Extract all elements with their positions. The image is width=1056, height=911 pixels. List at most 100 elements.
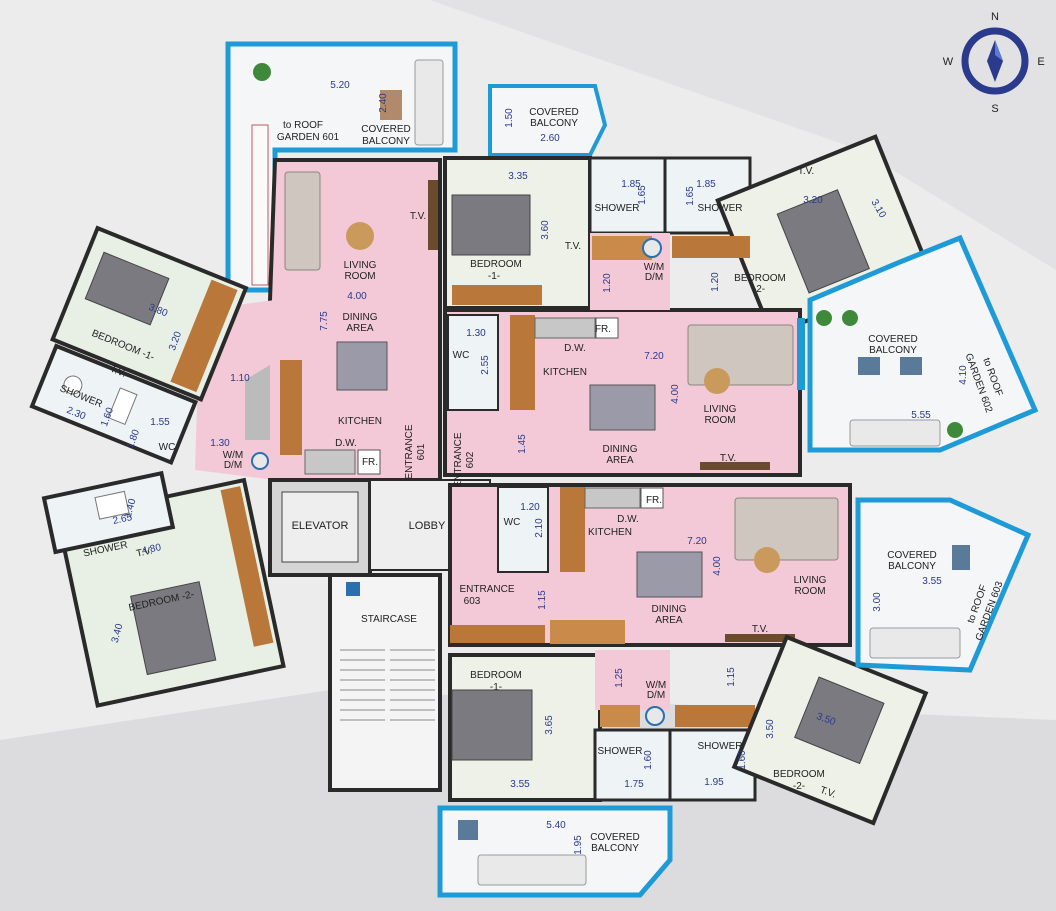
- label-dm602: D/M: [645, 272, 663, 283]
- label-wm603: W/M: [646, 680, 667, 691]
- dimension-d410: 4.10: [958, 365, 969, 385]
- label-staircase: STAIRCASE: [361, 614, 417, 625]
- label-tv603: T.V.: [752, 624, 768, 635]
- label-balc603a: COVERED: [887, 550, 936, 561]
- label-bed602_1b: -1-: [488, 271, 500, 282]
- staircase: [328, 573, 442, 792]
- label-shower602b: SHOWER: [698, 203, 743, 214]
- label-roof601a: to ROOF: [283, 120, 323, 131]
- label-balctop_a: COVERED: [529, 107, 578, 118]
- dimension-d130a: 1.30: [210, 438, 230, 449]
- shower-602-1: [588, 156, 667, 235]
- label-wc603: WC: [504, 517, 521, 528]
- label-fr601: FR.: [362, 457, 378, 468]
- dimension-d125: 1.25: [614, 668, 625, 688]
- label-entrance602: ENTRANCE: [453, 432, 464, 487]
- sofa-icon: [284, 171, 321, 271]
- dimension-d120c: 1.20: [520, 502, 540, 513]
- label-balc602a: COVERED: [868, 334, 917, 345]
- label-tvc601: T.V.: [135, 545, 153, 559]
- dimension-d145: 1.45: [517, 434, 528, 454]
- label-kitchen602: KITCHEN: [543, 367, 587, 378]
- label-wm601: W/M: [223, 450, 244, 461]
- toilet-icon: [63, 375, 83, 395]
- label-wc602: WC: [453, 350, 470, 361]
- label-bed603_1a: BEDROOM: [470, 670, 522, 681]
- dining-table-icon-603: [636, 551, 703, 598]
- label-shower603b: SHOWER: [698, 741, 743, 752]
- label-entrance601: ENTRANCE: [404, 424, 415, 479]
- label-kitchen601: KITCHEN: [338, 416, 382, 427]
- label-dw602: D.W.: [564, 343, 586, 354]
- label-bed603_2b: -2-: [793, 781, 805, 792]
- dimension-d150: 1.50: [504, 108, 515, 128]
- label-dining603: DINING: [652, 604, 687, 615]
- dimension-d400a: 4.00: [347, 291, 367, 302]
- background-shade: [430, 0, 1056, 270]
- dimension-d165a: 1.65: [637, 185, 648, 205]
- dimension-d120a: 1.20: [602, 273, 613, 293]
- dimension-d400b: 4.00: [670, 384, 681, 404]
- label-balctop_b: BALCONY: [530, 118, 578, 129]
- washing-machine-icon: [251, 452, 269, 470]
- core: [268, 478, 491, 792]
- shower-603-1: [593, 728, 672, 802]
- label-dw601: D.W.: [335, 438, 357, 449]
- dimension-d520: 5.20: [330, 80, 350, 91]
- dimension-d175: 1.75: [624, 779, 644, 790]
- dimension-d355a: 3.55: [922, 576, 942, 587]
- label-dm601: D/M: [224, 460, 242, 471]
- label-balc601a: COVERED: [361, 124, 410, 135]
- label-dining601: DINING: [343, 312, 378, 323]
- shower-601-b: [41, 470, 176, 555]
- label-entrance603n: 603: [464, 596, 481, 607]
- dimension-d110: 1.10: [230, 373, 250, 384]
- label-east: E: [1037, 56, 1044, 68]
- label-lr602b: ROOM: [704, 415, 735, 426]
- label-balcbot_b: BALCONY: [591, 843, 639, 854]
- label-tv602c: T.V.: [798, 166, 814, 177]
- label-entrance601n: 601: [416, 443, 427, 460]
- balcony-top: [488, 84, 608, 157]
- label-balc601b: BALCONY: [362, 136, 410, 147]
- label-west: W: [943, 56, 954, 68]
- label-bed602_2b: -2-: [753, 284, 765, 295]
- sofa-icon-602: [687, 324, 794, 386]
- label-lr601b: ROOM: [344, 271, 375, 282]
- dimension-d160c: 1.60: [737, 750, 748, 770]
- label-shower603a: SHOWER: [598, 746, 643, 757]
- dimension-d240: 2.40: [378, 93, 389, 113]
- dimension-d775: 7.75: [319, 311, 330, 331]
- label-lr601: LIVING: [344, 260, 377, 271]
- dimension-d265: 2.65: [112, 512, 134, 527]
- label-bed603_1b: -1-: [490, 682, 502, 693]
- label-dm603: D/M: [647, 690, 665, 701]
- label-tv602b: T.V.: [565, 241, 581, 252]
- apartment-602: [443, 134, 933, 477]
- dimension-d355b: 3.55: [510, 779, 530, 790]
- balcony-601: [225, 41, 458, 293]
- label-tv601: T.V.: [410, 211, 426, 222]
- balcony-603: [855, 497, 1032, 673]
- label-south: S: [991, 103, 998, 115]
- dimension-d360: 3.60: [540, 220, 551, 240]
- label-north: N: [991, 11, 999, 23]
- dimension-d160b: 1.60: [643, 750, 654, 770]
- dimension-d320a: 3.20: [803, 195, 823, 206]
- dimension-d400c: 4.00: [712, 556, 723, 576]
- label-elevator: ELEVATOR: [292, 520, 349, 532]
- label-shower602a: SHOWER: [595, 203, 640, 214]
- dimension-d185b: 1.85: [696, 179, 716, 190]
- label-entrance603: ENTRANCE: [459, 584, 514, 595]
- dimension-d120b: 1.20: [710, 272, 721, 292]
- label-bed603_2a: BEDROOM: [773, 769, 825, 780]
- label-dw603: D.W.: [617, 514, 639, 525]
- label-balc602b: BALCONY: [869, 345, 917, 356]
- dimension-d140: 1.40: [123, 497, 139, 519]
- label-balcbot_a: COVERED: [590, 832, 639, 843]
- dimension-d350a: 3.50: [765, 719, 776, 739]
- apartment-601: [195, 158, 442, 482]
- shower-601: [29, 343, 199, 466]
- apartment-603: [448, 483, 929, 826]
